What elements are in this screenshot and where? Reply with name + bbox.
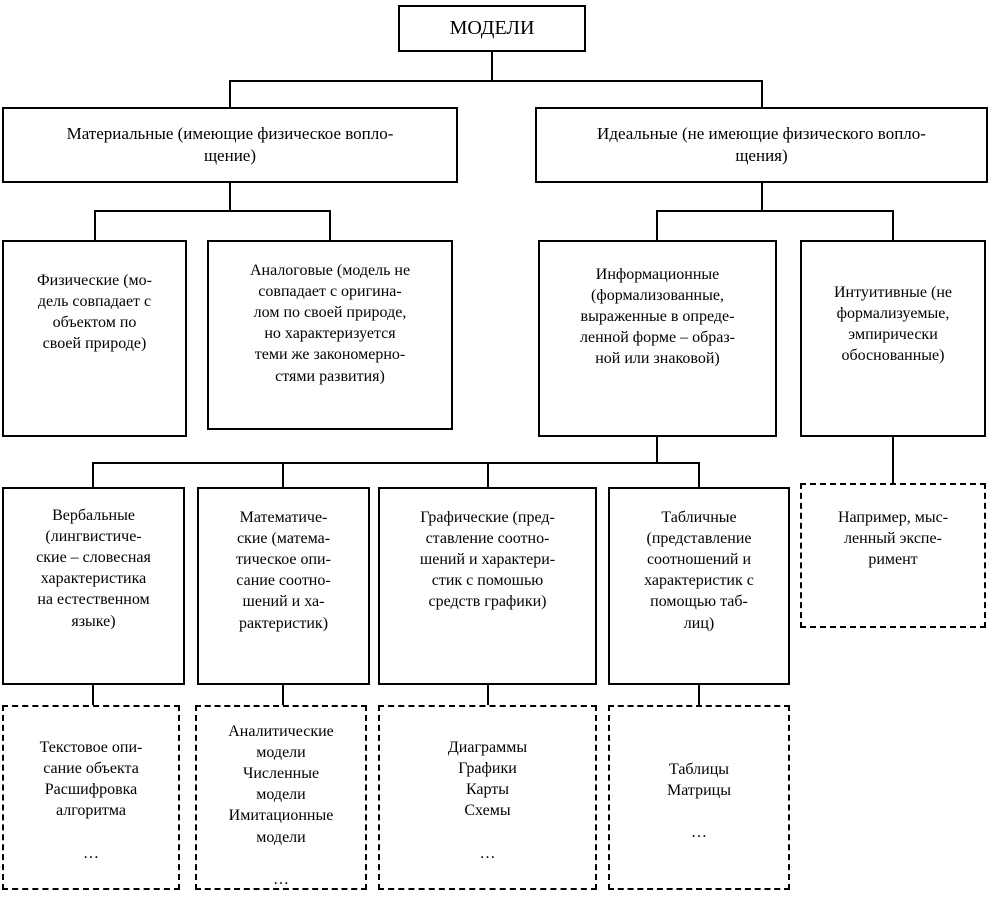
connector-line bbox=[282, 462, 284, 487]
connector-line bbox=[491, 52, 493, 80]
node-info: Информационные (формализованные, выражен… bbox=[538, 240, 777, 437]
connector-line bbox=[92, 462, 94, 487]
connector-line bbox=[92, 685, 94, 705]
node-tabular: Табличные (представление соотношений и х… bbox=[608, 487, 790, 685]
connector-line bbox=[487, 462, 489, 487]
node-physical: Физические (мо- дель совпадает с объекто… bbox=[2, 240, 187, 437]
connector-line bbox=[229, 80, 763, 82]
node-models: МОДЕЛИ bbox=[398, 5, 586, 52]
node-material: Материальные (имеющие физическое вопло- … bbox=[2, 107, 458, 183]
connector-line bbox=[761, 183, 763, 210]
node-analog: Аналоговые (модель не совпадает с оригин… bbox=[207, 240, 453, 430]
node-verbal: Вербальные (лингвистиче- ские – словесна… bbox=[2, 487, 185, 685]
connector-line bbox=[656, 210, 894, 212]
connector-line bbox=[656, 210, 658, 240]
node-textdesc: Текстовое опи- сание объекта Расшифровка… bbox=[2, 705, 180, 890]
connector-line bbox=[698, 462, 700, 487]
connector-line bbox=[329, 210, 331, 240]
connector-line bbox=[94, 210, 96, 240]
connector-line bbox=[229, 80, 231, 107]
node-analytic: Аналитические модели Численные модели Им… bbox=[195, 705, 367, 890]
connector-line bbox=[487, 685, 489, 705]
connector-line bbox=[698, 685, 700, 705]
connector-line bbox=[94, 210, 331, 212]
node-example: Например, мыс- ленный экспе- римент bbox=[800, 483, 986, 628]
node-tables: Таблицы Матрицы … bbox=[608, 705, 790, 890]
connector-line bbox=[892, 210, 894, 240]
node-intuitive: Интуитивные (не формализуемые, эмпиричес… bbox=[800, 240, 986, 437]
connector-line bbox=[892, 437, 894, 483]
node-math: Математиче- ские (матема- тическое опи- … bbox=[197, 487, 370, 685]
connector-line bbox=[761, 80, 763, 107]
connector-line bbox=[282, 685, 284, 705]
node-diagrams: Диаграммы Графики Карты Схемы … bbox=[378, 705, 597, 890]
connector-line bbox=[92, 462, 700, 464]
connector-line bbox=[656, 437, 658, 462]
connector-line bbox=[229, 183, 231, 210]
node-ideal: Идеальные (не имеющие физического вопло-… bbox=[535, 107, 988, 183]
node-graphic: Графические (пред- ставление соотно- шен… bbox=[378, 487, 597, 685]
